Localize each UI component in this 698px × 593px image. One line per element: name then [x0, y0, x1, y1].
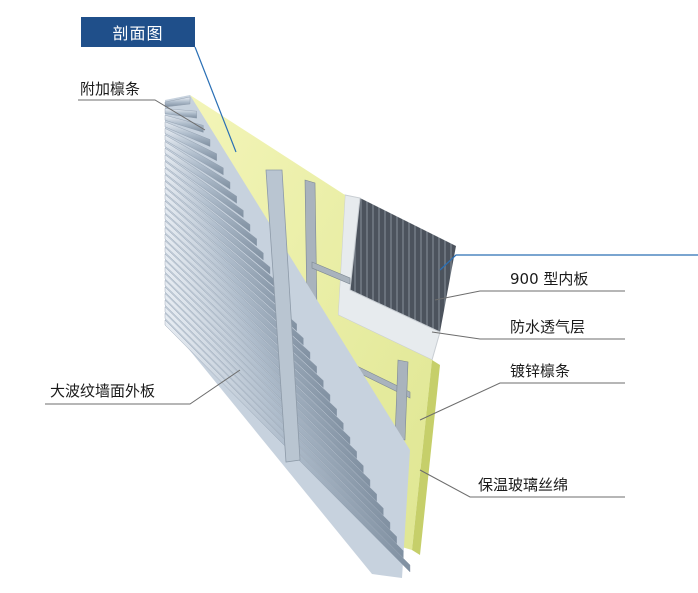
corrugation-rib	[164, 147, 237, 204]
label-inner-panel: 900 型内板	[510, 270, 589, 288]
corrugation-rib	[164, 128, 217, 162]
label-outer-panel: 大波纹墙面外板	[50, 382, 156, 400]
label-glass-wool: 保温玻璃丝绵	[478, 476, 569, 494]
glass-wool-edge	[412, 360, 440, 555]
label-extra-purlin: 附加檩条	[80, 80, 141, 98]
galvanized-purlin-leader	[419, 382, 625, 421]
corrugation-rib	[164, 96, 191, 108]
corrugation-rib	[164, 114, 204, 133]
inner-panel-top-leader	[439, 254, 698, 271]
corrugation-rib	[164, 161, 251, 233]
corrugation-rib	[164, 293, 384, 516]
corrugation-rib	[164, 154, 244, 218]
corrugation-rib	[164, 220, 311, 360]
corrugation-rib	[164, 299, 391, 530]
section-title: 剖面图	[81, 17, 195, 47]
corrugation-rib	[164, 279, 371, 488]
extra-purlin-shape	[265, 169, 301, 463]
corrugation-rib	[164, 167, 257, 247]
corrugation-rib	[164, 306, 397, 545]
extra-purlin-leader	[78, 99, 206, 131]
outer-panel-leader	[45, 369, 241, 405]
inner-panel-shape	[350, 198, 456, 332]
corrugation-rib	[164, 213, 304, 346]
corrugation-rib	[164, 273, 364, 474]
title-leader	[194, 46, 237, 153]
corrugation-rib	[164, 207, 297, 332]
corrugation-rib	[164, 180, 271, 275]
corrugation-rib	[164, 286, 377, 502]
corrugation-rib	[164, 141, 231, 190]
label-waterproof-membrane: 防水透气层	[510, 318, 586, 336]
glass-wool-leader	[419, 469, 625, 498]
corrugation-rib	[164, 121, 211, 147]
corrugation-rib	[164, 174, 264, 261]
membrane-leader	[431, 331, 625, 340]
inner-panel-leader	[434, 290, 625, 301]
label-galvanized-purlin: 镀锌檩条	[510, 362, 571, 380]
outer-panel-shape	[164, 95, 411, 578]
corrugation-rib	[164, 134, 224, 176]
